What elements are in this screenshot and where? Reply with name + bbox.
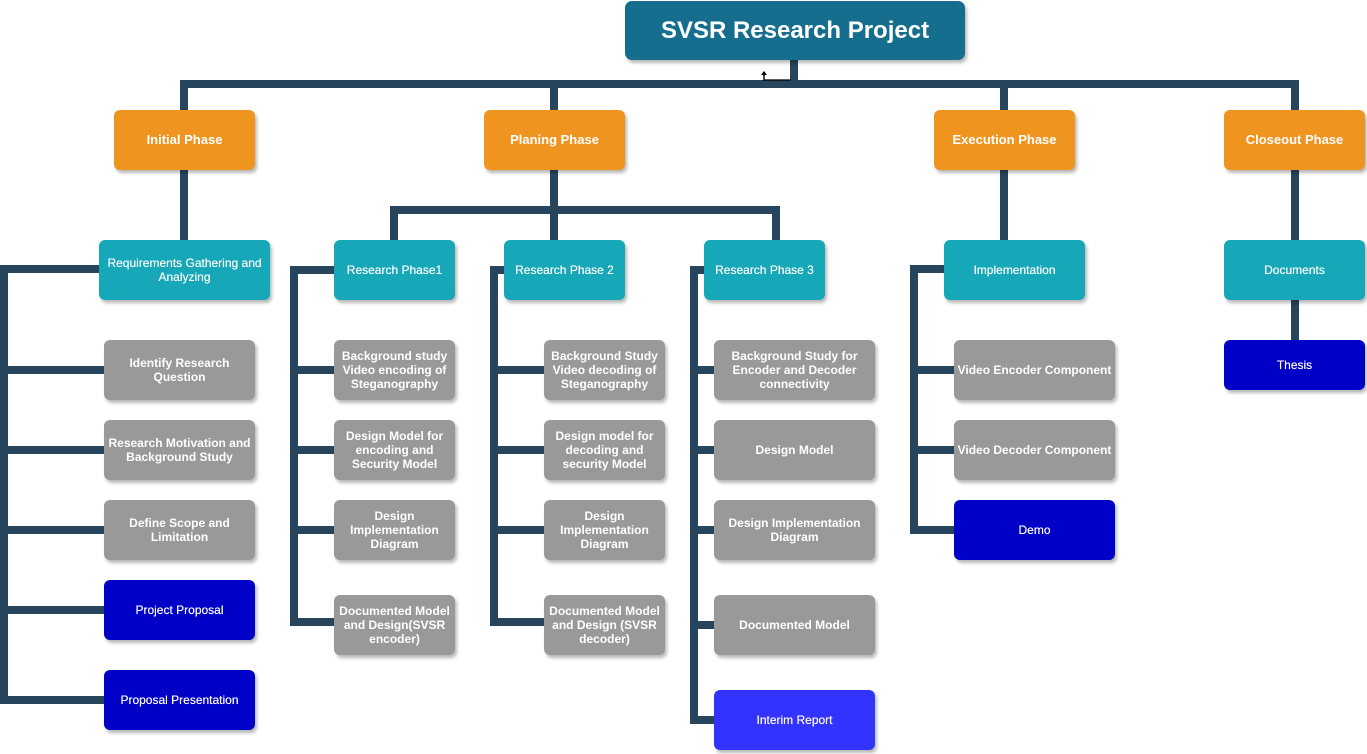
task-rp1-implementation-diagram[interactable]: Design Implementation Diagram bbox=[334, 500, 455, 560]
task-rp2-design-model[interactable]: Design model for decoding and security M… bbox=[544, 420, 665, 480]
task-rp1-documented-model[interactable]: Documented Model and Design(SVSR encoder… bbox=[334, 595, 455, 655]
group-documents[interactable]: Documents bbox=[1224, 240, 1365, 300]
phase-closeout[interactable]: Closeout Phase bbox=[1224, 110, 1365, 170]
group-research-phase-2[interactable]: Research Phase 2 bbox=[504, 240, 625, 300]
task-rp3-implementation-diagram[interactable]: Design Implementation Diagram bbox=[714, 500, 875, 560]
phase-initial[interactable]: Initial Phase bbox=[114, 110, 255, 170]
phase-execution[interactable]: Execution Phase bbox=[934, 110, 1075, 170]
group-research-phase-1[interactable]: Research Phase1 bbox=[334, 240, 455, 300]
deliverable-demo[interactable]: Demo bbox=[954, 500, 1115, 560]
task-research-motivation[interactable]: Research Motivation and Background Study bbox=[104, 420, 255, 480]
task-rp1-background-study[interactable]: Background study Video encoding of Stega… bbox=[334, 340, 455, 400]
task-rp2-implementation-diagram[interactable]: Design Implementation Diagram bbox=[544, 500, 665, 560]
deliverable-project-proposal[interactable]: Project Proposal bbox=[104, 580, 255, 640]
task-video-decoder-component[interactable]: Video Decoder Component bbox=[954, 420, 1115, 480]
deliverable-proposal-presentation[interactable]: Proposal Presentation bbox=[104, 670, 255, 730]
task-rp3-design-model[interactable]: Design Model bbox=[714, 420, 875, 480]
deliverable-interim-report[interactable]: Interim Report bbox=[714, 690, 875, 750]
phase-planing[interactable]: Planing Phase bbox=[484, 110, 625, 170]
task-rp2-background-study[interactable]: Background Study Video decoding of Stega… bbox=[544, 340, 665, 400]
task-rp2-documented-model[interactable]: Documented Model and Design (SVSR decode… bbox=[544, 595, 665, 655]
task-rp1-design-model[interactable]: Design Model for encoding and Security M… bbox=[334, 420, 455, 480]
deliverable-thesis[interactable]: Thesis bbox=[1224, 340, 1365, 390]
root-node[interactable]: SVSR Research Project bbox=[625, 1, 965, 60]
group-requirements[interactable]: Requirements Gathering and Analyzing bbox=[99, 240, 270, 300]
group-implementation[interactable]: Implementation bbox=[944, 240, 1085, 300]
task-video-encoder-component[interactable]: Video Encoder Component bbox=[954, 340, 1115, 400]
task-rp3-background-study[interactable]: Background Study for Encoder and Decoder… bbox=[714, 340, 875, 400]
task-rp3-documented-model[interactable]: Documented Model bbox=[714, 595, 875, 655]
cursor-arrow-icon bbox=[761, 71, 791, 81]
group-research-phase-3[interactable]: Research Phase 3 bbox=[704, 240, 825, 300]
task-identify-research-question[interactable]: Identify Research Question bbox=[104, 340, 255, 400]
task-define-scope[interactable]: Define Scope and Limitation bbox=[104, 500, 255, 560]
